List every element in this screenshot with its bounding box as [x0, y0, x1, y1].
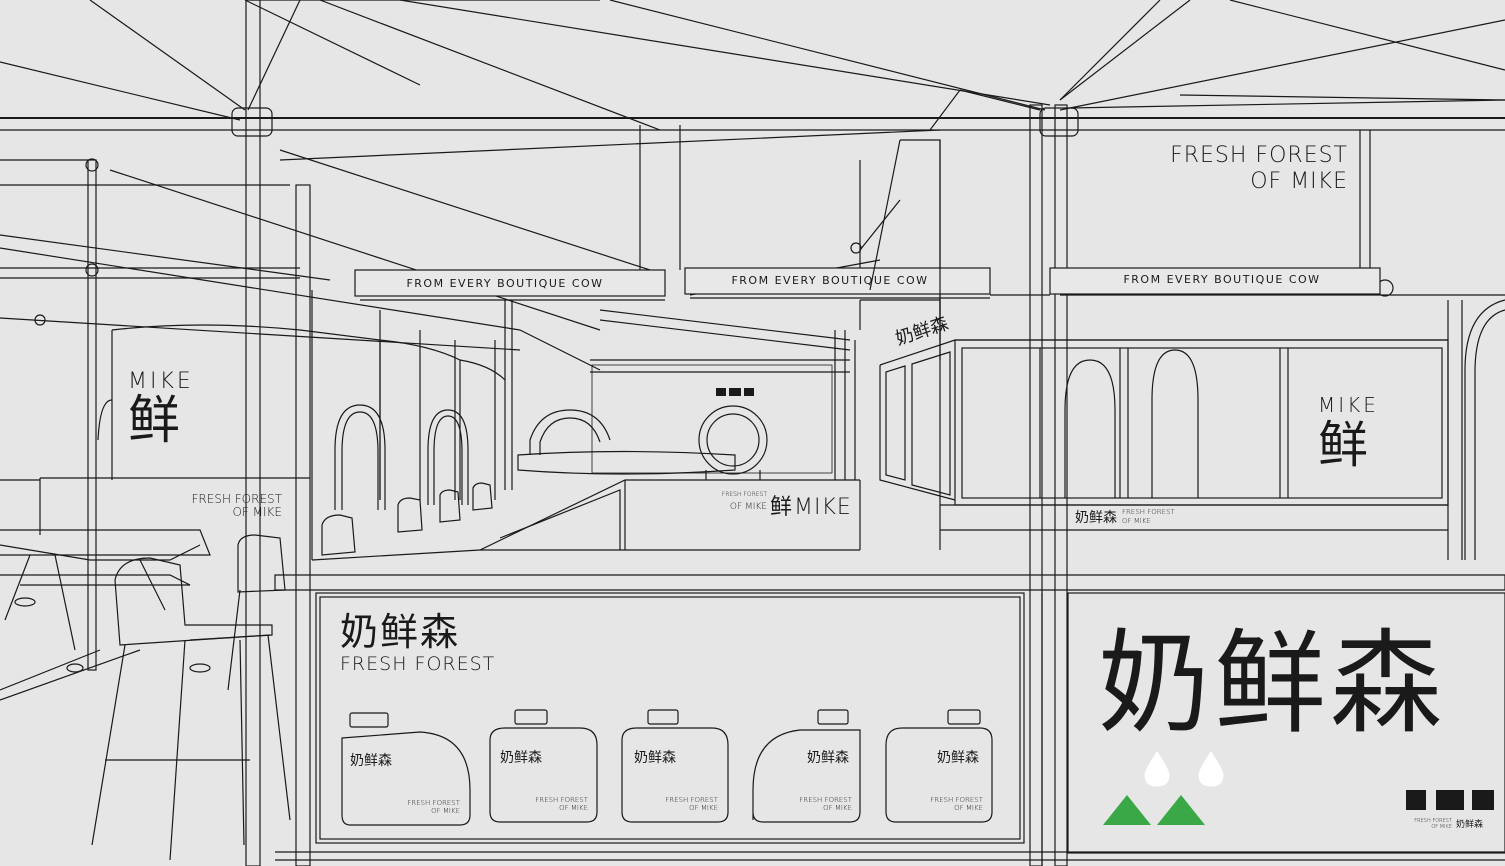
mike-sign-left: MIKE	[128, 369, 194, 394]
bottle-en1: FRESH FOREST	[535, 796, 589, 804]
panel-left-title-en: FRESH FOREST	[340, 653, 495, 675]
bottle-en2: OF MIKE	[431, 807, 460, 815]
front-counter	[274, 574, 1505, 866]
wall-sign-line1: FRESH FOREST	[1170, 143, 1348, 168]
milk-drop-icon	[1198, 751, 1224, 787]
counter-brand-cn: 鲜	[770, 495, 792, 520]
right-shop	[859, 139, 1505, 560]
mike-sign-right: MIKE	[1318, 393, 1379, 417]
ff-sign-line2: OF MIKE	[232, 505, 282, 519]
panel-right-footer-line1: FRESH FOREST	[1414, 818, 1452, 824]
bottle-cn: 奶鲜森	[500, 750, 542, 766]
panel-right-title-cn: 奶鲜森	[1098, 619, 1446, 749]
posts	[87, 0, 1463, 866]
xian-glyph-left: 鲜	[128, 391, 180, 451]
bottle-en1: FRESH FOREST	[799, 796, 853, 804]
banner-text: FROM EVERY BOUTIQUE COW	[731, 274, 928, 287]
bottle-cn: 奶鲜森	[634, 750, 676, 766]
central-counter	[311, 360, 941, 561]
bottle-cn: 奶鲜森	[807, 750, 849, 766]
brand-icons	[716, 388, 1494, 825]
counter-small-line2: OF MIKE	[730, 502, 767, 512]
mountain-triangle-icon	[1157, 795, 1205, 825]
logo-block-icon	[716, 388, 726, 396]
panel-left-title-cn: 奶鲜森	[340, 610, 460, 654]
logo-block-icon	[1472, 790, 1494, 810]
panel-right-footer-cn: 奶鲜森	[1456, 818, 1483, 830]
wall-sign-line2: OF MIKE	[1250, 169, 1348, 194]
bottle-en2: OF MIKE	[559, 804, 588, 812]
counter-small-line1: FRESH FOREST	[722, 491, 768, 498]
logo-block-icon	[729, 388, 741, 396]
bottle-en2: OF MIKE	[823, 804, 852, 812]
panel-right-footer-line2: OF MIKE	[1431, 824, 1452, 830]
xian-glyph-right: 鲜	[1318, 416, 1368, 474]
bottle-illustrations	[341, 709, 993, 826]
left-cylinder-wall	[0, 324, 506, 535]
beams	[0, 117, 1505, 373]
bottle-cn: 奶鲜森	[350, 753, 392, 769]
bottle-en1: FRESH FOREST	[930, 796, 984, 804]
counter-brand-en: MIKE	[794, 495, 852, 520]
logo-block-icon	[1436, 790, 1464, 810]
bottle-cn: 奶鲜森	[937, 750, 979, 766]
banner-text: FROM EVERY BOUTIQUE COW	[1123, 273, 1320, 286]
seating-area	[0, 482, 493, 861]
bottle-en1: FRESH FOREST	[665, 796, 719, 804]
window-en-line2: OF MIKE	[1122, 517, 1151, 525]
bottle-en2: OF MIKE	[954, 804, 983, 812]
text-layer: FROM EVERY BOUTIQUE COW FROM EVERY BOUTI…	[128, 143, 1483, 830]
bottle-en2: OF MIKE	[689, 804, 718, 812]
roof-structure	[0, 0, 1505, 131]
mountain-triangle-icon	[1103, 795, 1151, 825]
hanging-banners	[354, 267, 1381, 301]
logo-block-icon	[1406, 790, 1426, 810]
milk-drop-icon	[1144, 751, 1170, 787]
window-cn: 奶鲜森	[1075, 510, 1117, 526]
ff-sign-line1: FRESH FOREST	[192, 492, 283, 506]
logo-block-icon	[744, 388, 754, 396]
window-en-line1: FRESH FOREST	[1122, 508, 1176, 516]
banner-text: FROM EVERY BOUTIQUE COW	[406, 277, 603, 290]
bottle-en1: FRESH FOREST	[407, 799, 461, 807]
